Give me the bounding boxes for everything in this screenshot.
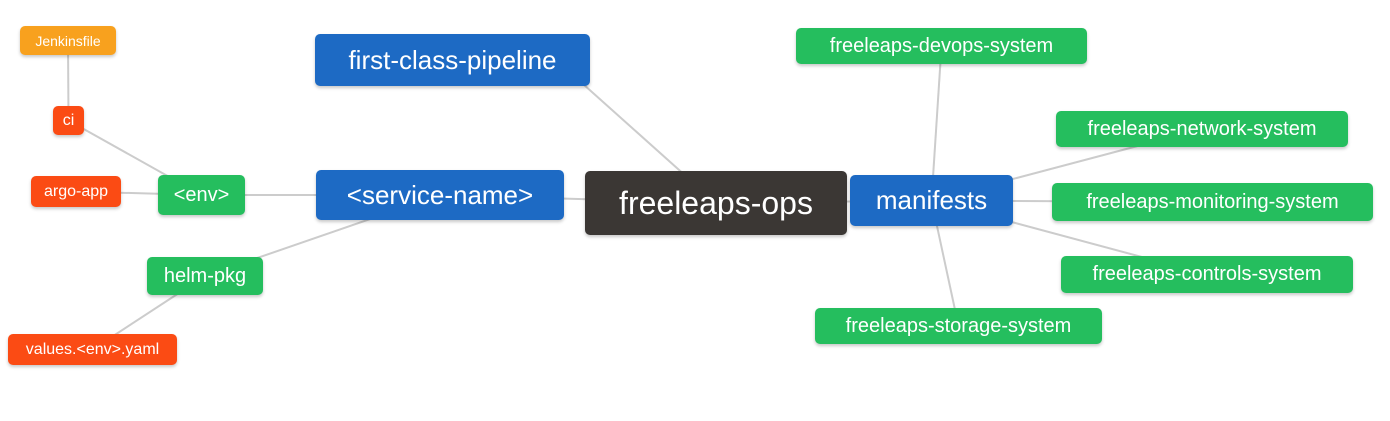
node-values-env-yaml[interactable]: values.<env>.yaml <box>8 334 177 365</box>
node-freeleaps-ops-root[interactable]: freeleaps-ops <box>585 171 847 235</box>
node-freeleaps-controls-system[interactable]: freeleaps-controls-system <box>1061 256 1353 293</box>
node-first-class-pipeline[interactable]: first-class-pipeline <box>315 34 590 86</box>
node-helm-pkg[interactable]: helm-pkg <box>147 257 263 295</box>
node-jenkinsfile[interactable]: Jenkinsfile <box>20 26 116 55</box>
edge-manifests-devops_system <box>930 45 943 201</box>
node-freeleaps-monitoring-system[interactable]: freeleaps-monitoring-system <box>1052 183 1373 221</box>
node-freeleaps-devops-system[interactable]: freeleaps-devops-system <box>796 28 1087 64</box>
node-manifests[interactable]: manifests <box>850 175 1013 226</box>
node-argo-app[interactable]: argo-app <box>31 176 121 207</box>
node-service-name[interactable]: <service-name> <box>316 170 564 220</box>
node-freeleaps-network-system[interactable]: freeleaps-network-system <box>1056 111 1348 147</box>
node-ci[interactable]: ci <box>53 106 84 135</box>
node-env[interactable]: <env> <box>158 175 245 215</box>
node-freeleaps-storage-system[interactable]: freeleaps-storage-system <box>815 308 1102 344</box>
